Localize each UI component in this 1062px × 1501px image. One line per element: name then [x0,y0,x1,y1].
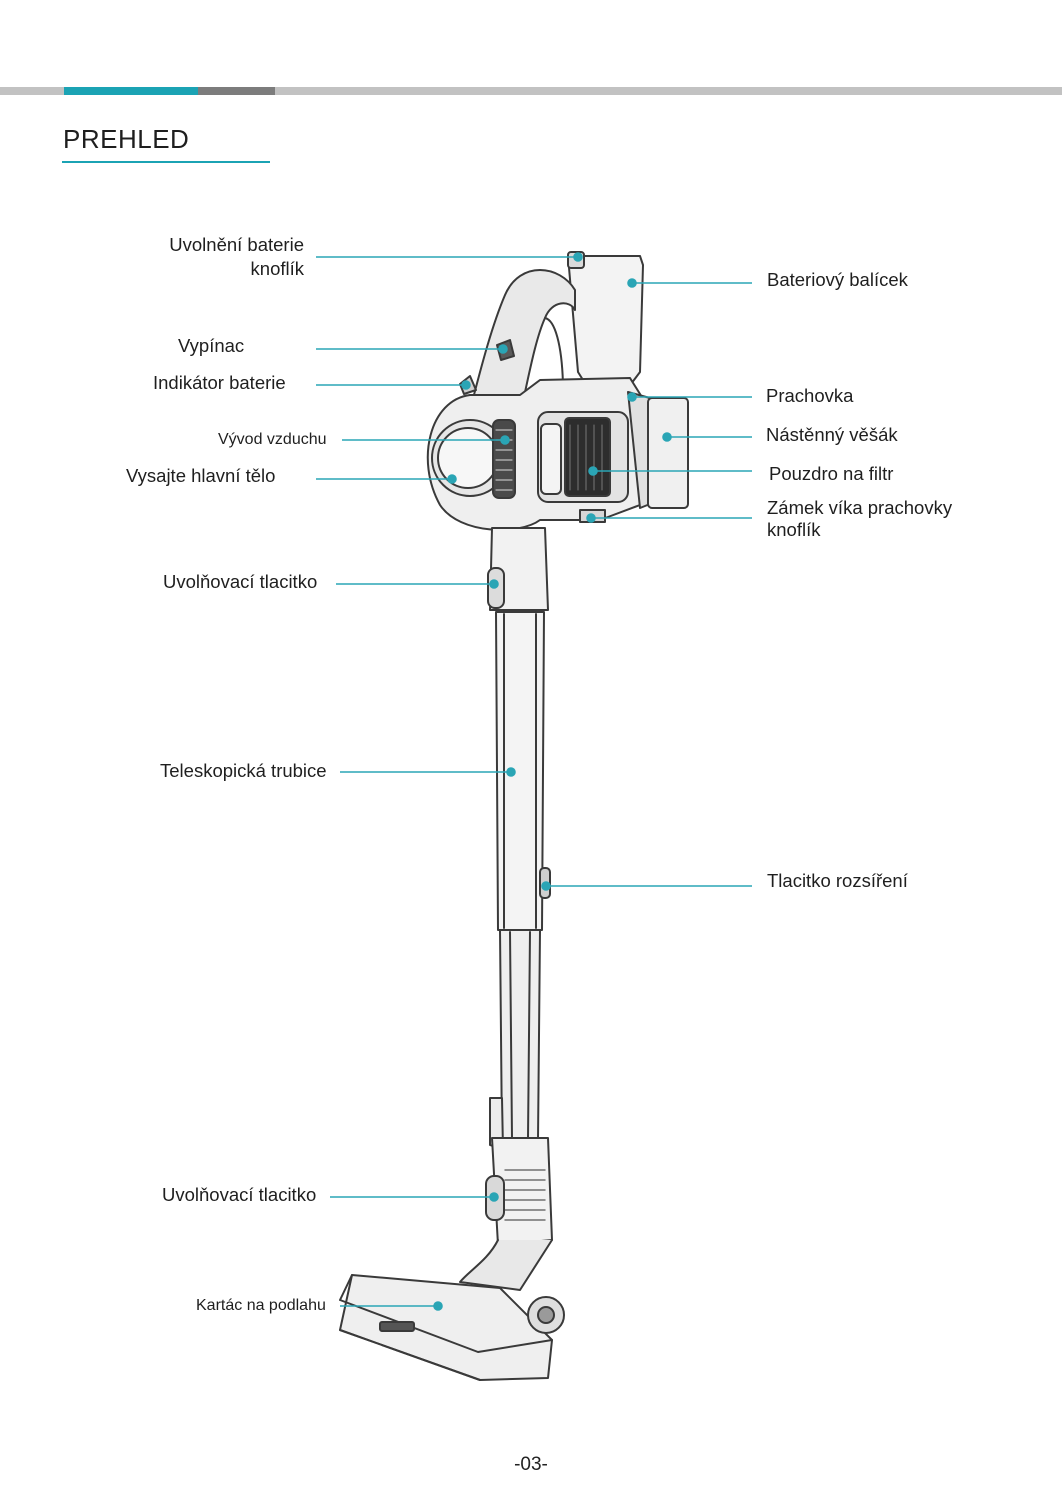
filter-shape [565,418,610,496]
label-battery-pack: Bateriový balícek [767,268,908,292]
label-release-button-upper: Uvolňovací tlacitko [163,570,317,594]
telescopic-tube-inner [500,930,540,1140]
label-filter-housing: Pouzdro na filtr [769,462,893,486]
vacuum-illustration [340,252,688,1380]
label-battery-indicator: Indikátor baterie [153,371,286,395]
label-dust-container: Prachovka [766,384,853,408]
label-telescopic-tube: Teleskopická trubice [160,759,327,783]
label-extension-button: Tlacitko rozsíření [767,869,908,893]
page-number: -03- [0,1454,1062,1476]
battery-pack-shape [568,256,643,388]
label-power-switch: Vypínac [178,334,244,358]
label-wall-hanger: Nástěnný věšák [766,423,898,447]
label-air-outlet: Vývod vzduchu [218,428,327,452]
label-release-button-lower: Uvolňovací tlacitko [162,1183,316,1207]
air-outlet-grille [493,420,515,498]
label-battery-release-knob: Uvolnění baterie knoflík [100,233,304,281]
label-main-body: Vysajte hlavní tělo [126,464,275,488]
wall-hanger-shape [648,398,688,508]
label-floor-brush: Kartác na podlahu [196,1294,326,1318]
label-dust-lid-lock-knob: Zámek víka prachovky knoflík [767,497,952,541]
filter-window-shape [541,424,561,494]
